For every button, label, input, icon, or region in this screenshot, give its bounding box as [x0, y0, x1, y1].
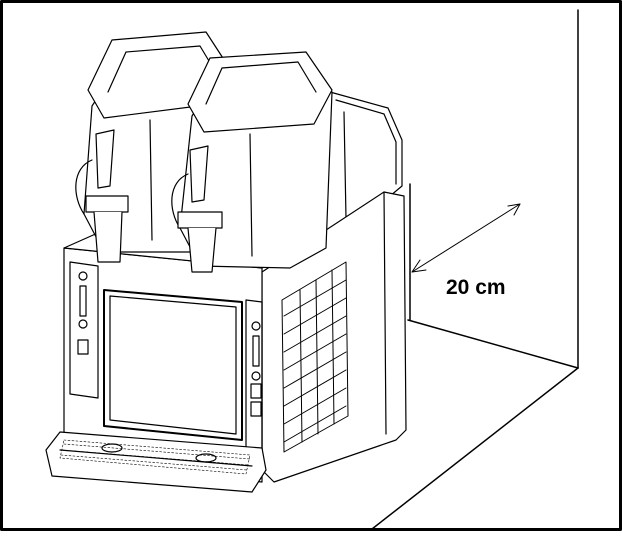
right-bowl-lid	[187, 51, 333, 133]
minus-icon-right	[251, 371, 261, 381]
left-tap-body	[85, 195, 129, 213]
clearance-arrow	[411, 203, 521, 273]
floor-line	[371, 367, 579, 530]
floor-back-line	[407, 319, 579, 369]
right-tap-body	[177, 211, 223, 229]
plus-icon	[78, 271, 88, 281]
side-vents	[281, 261, 349, 453]
switch-icon	[77, 339, 89, 355]
left-control-strip	[69, 261, 99, 399]
clearance-label: 20 cm	[446, 276, 506, 299]
right-tap-handle	[189, 145, 209, 203]
slush-machine	[45, 31, 407, 493]
drip-tray-grid	[59, 439, 251, 475]
plus-icon-right	[251, 321, 261, 331]
right-bowl	[171, 51, 333, 273]
switch-icon-right-2	[250, 401, 262, 417]
minus-icon	[78, 319, 88, 329]
left-tap-handle	[95, 129, 115, 189]
level-bar	[79, 285, 87, 317]
level-bar-right	[252, 335, 260, 367]
switch-icon-right	[250, 383, 262, 399]
wall-lines	[371, 9, 579, 530]
display-window	[103, 289, 243, 441]
